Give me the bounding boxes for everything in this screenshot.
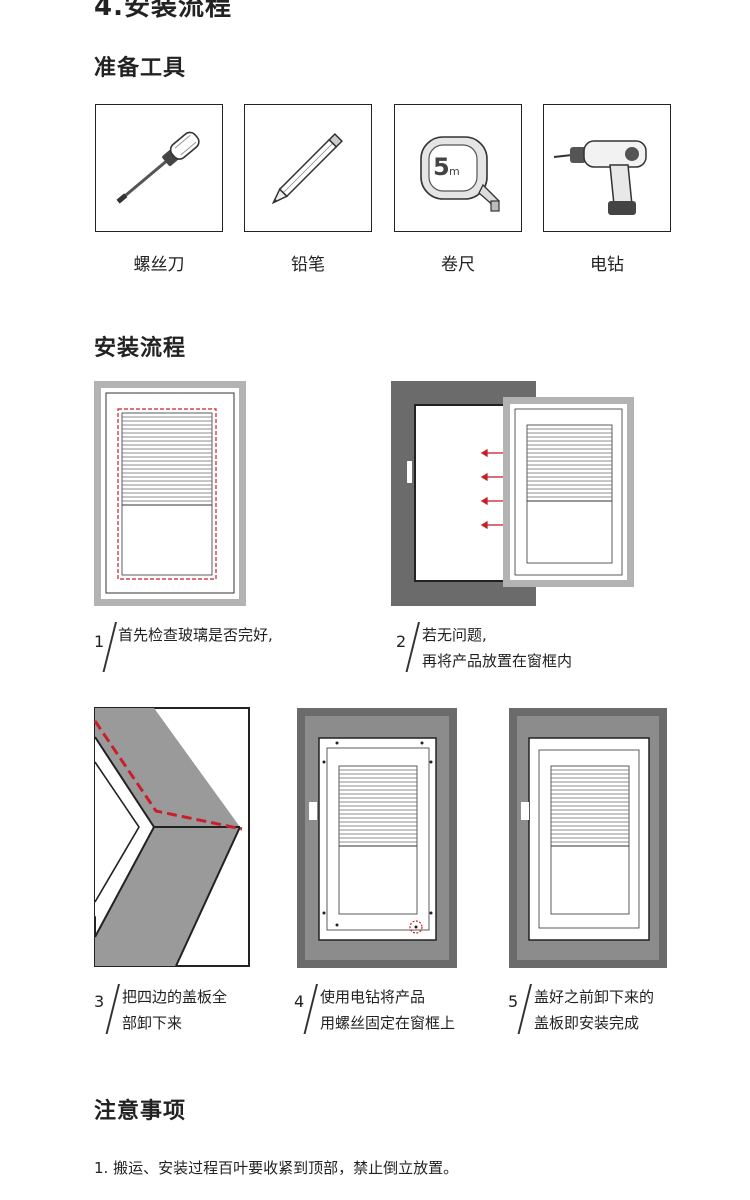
step-text-line: 部卸下来 [122,1014,183,1032]
drill-icon [553,140,647,215]
tools-heading: 准备工具 [94,56,187,81]
tool-label: 卷尺 [441,255,475,275]
tool-card-drill [543,104,671,232]
note-item: 1. 搬运、安装过程百叶要收紧到顶部，禁止倒立放置。 [94,1159,459,1177]
step-number: 3 [94,992,105,1011]
step-divider [303,984,318,1034]
arrow-left-icon [480,448,503,530]
tool-label: 电钻 [590,255,624,275]
step-number: 4 [294,992,305,1011]
process-heading: 安装流程 [94,336,187,361]
step-3-illustration [94,707,250,967]
step-1-illustration [94,381,246,606]
step-divider [105,984,120,1034]
screwdriver-icon [116,131,200,204]
step-text-line: 用螺丝固定在窗框上 [320,1014,456,1032]
section-title: 4.安装流程 [94,0,232,22]
tool-card-pencil [244,104,372,232]
tool-label: 铅笔 [291,255,325,275]
svg-text:m: m [449,165,460,178]
tape-measure-icon: 5 m [420,136,500,212]
step-text-line: 再将产品放置在窗框内 [422,652,573,670]
step-text-line: 盖板即安装完成 [534,1014,640,1032]
tool-card-tape: 5 m [394,104,522,232]
tool-label: 螺丝刀 [133,255,185,275]
svg-text:5: 5 [433,153,450,181]
step-text-line: 首先检查玻璃是否完好, [118,626,273,644]
step-divider [517,984,532,1034]
notes-heading: 注意事项 [94,1099,187,1124]
step-divider [102,622,117,672]
step-number: 1 [94,632,105,651]
step-text-line: 盖好之前卸下来的 [534,988,655,1006]
step-number: 5 [508,992,519,1011]
tool-card-screwdriver [95,104,223,232]
step-text-line: 把四边的盖板全 [122,988,228,1006]
step-text-line: 使用电钻将产品 [320,988,426,1006]
step-text-line: 若无问题, [422,626,487,644]
pencil-icon [271,132,344,205]
step-divider [405,622,420,672]
step-number: 2 [396,632,407,651]
step-4-illustration [297,708,457,968]
step-5-illustration [509,708,667,968]
step-2-illustration [391,381,636,606]
